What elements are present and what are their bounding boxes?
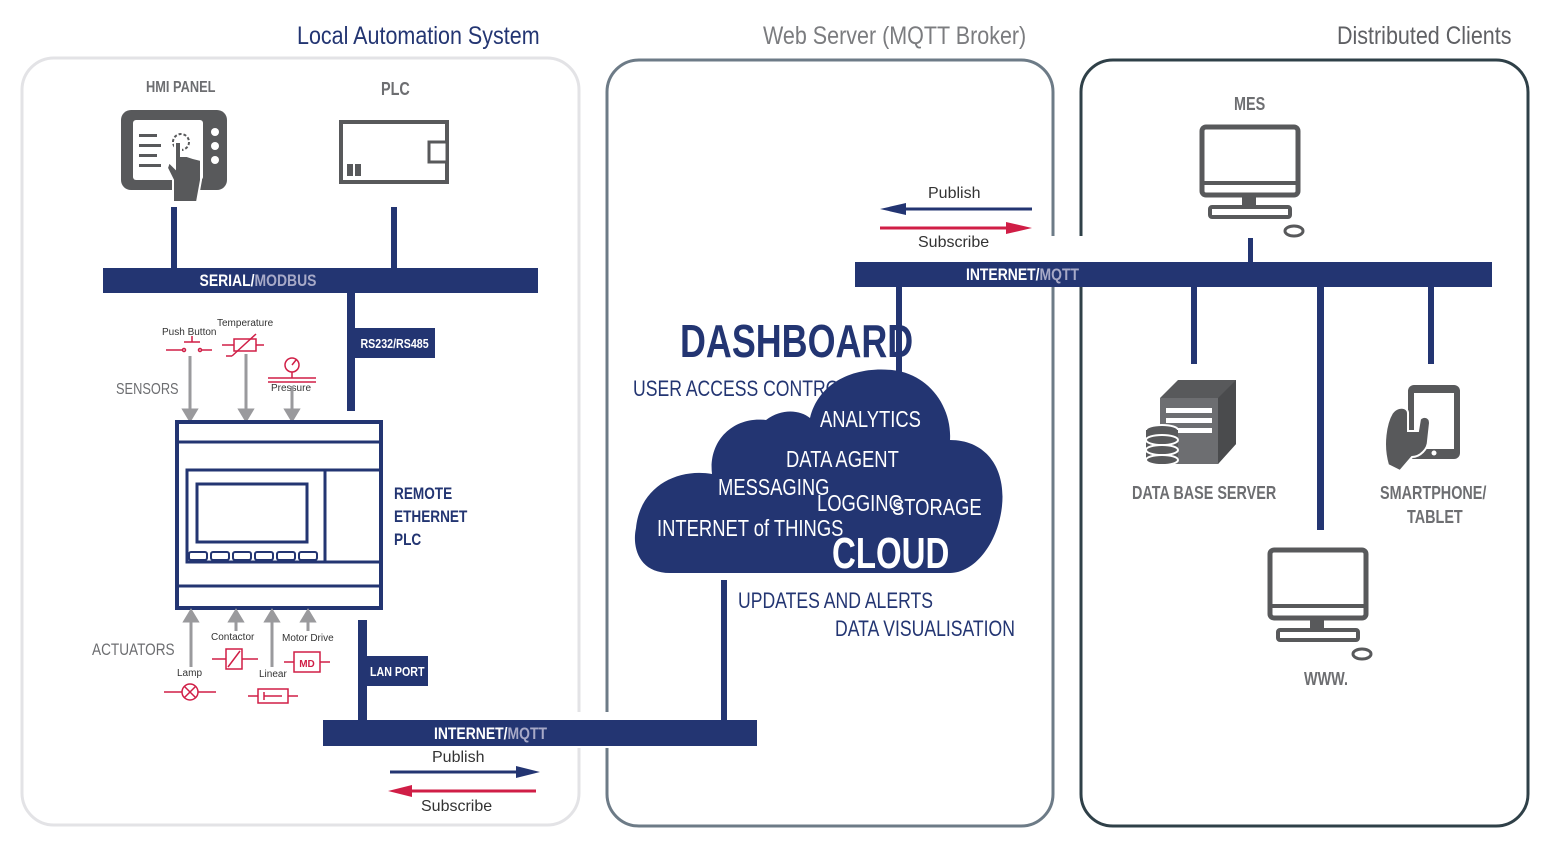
smartphone-label-line2: TABLET [1407, 507, 1463, 527]
local-internet-bus-label: INTERNET/MQTT [433, 724, 548, 743]
user-access-label: USER ACCESS CONTROL [633, 376, 850, 401]
section-title-clients: Distributed Clients [1337, 22, 1512, 50]
actuators-label: ACTUATORS [92, 640, 175, 659]
hmi-panel-icon [121, 110, 227, 203]
temperature-label: Temperature [217, 318, 274, 329]
rs232-rs485-tag: RS232/RS485 [355, 328, 435, 358]
data-visualisation-label: DATA VISUALISATION [835, 616, 1015, 641]
db-link [1191, 286, 1197, 364]
mes-label: MES [1234, 94, 1266, 114]
serial-modbus-bus [103, 268, 538, 293]
database-server-icon [1145, 380, 1236, 466]
push-button-label: Push Button [162, 327, 217, 338]
plc-label: PLC [381, 79, 410, 99]
pressure-icon [268, 357, 316, 383]
contactor-icon [212, 648, 258, 670]
linear-label: Linear [259, 669, 287, 680]
cloud-logging: LOGGING [817, 490, 903, 516]
publish-arrow-top [880, 203, 1032, 215]
cloud-to-clients-bus-link [896, 286, 902, 378]
updates-alerts-label: UPDATES AND ALERTS [738, 588, 933, 613]
motor-drive-label: Motor Drive [282, 633, 334, 644]
publish-arrow [390, 766, 540, 778]
sensor-symbols [166, 333, 316, 423]
md-badge-text: MD [299, 659, 315, 670]
section-title-web: Web Server (MQTT Broker) [763, 22, 1027, 50]
local-pubsub-arrows [388, 766, 540, 797]
lan-link [358, 620, 367, 724]
www-label: WWW. [1304, 669, 1348, 689]
cloud-to-local-bus-link [721, 580, 727, 722]
remote-plc-icon [175, 420, 383, 610]
plc-icon [339, 120, 449, 184]
section-title-local: Local Automation System [297, 22, 540, 50]
cloud-messaging: MESSAGING [718, 474, 830, 500]
web-frame [605, 58, 1055, 828]
smartphone-link [1428, 286, 1434, 364]
clients-frame [1079, 58, 1530, 828]
rs-link [347, 293, 355, 411]
hmi-link [171, 207, 177, 269]
contactor-label: Contactor [211, 632, 255, 643]
db-server-label: DATA BASE SERVER [1132, 483, 1277, 503]
mes-link [1248, 238, 1253, 264]
web-subscribe-label: Subscribe [918, 234, 990, 251]
actuator-symbols: MD [164, 608, 330, 704]
temperature-icon [222, 333, 264, 357]
lamp-label: Lamp [177, 668, 203, 679]
www-link [1317, 286, 1324, 530]
smartphone-label-line1: SMARTPHONE/ [1380, 483, 1487, 503]
cloud-title: CLOUD [832, 529, 950, 578]
monitor-icon-www [1267, 547, 1373, 661]
lan-port-tag: LAN PORT [367, 656, 428, 686]
smartphone-icon [1384, 385, 1460, 473]
web-pubsub-arrows [880, 203, 1032, 234]
cloud-icon [634, 369, 1003, 573]
sensors-label: SENSORS [116, 381, 179, 398]
subscribe-arrow-top [880, 222, 1032, 234]
subscribe-arrow [388, 785, 536, 797]
motor-drive-icon [284, 651, 330, 673]
local-subscribe-label: Subscribe [421, 798, 493, 815]
local-internet-bus [323, 720, 757, 746]
push-button-icon [166, 336, 212, 353]
cloud-iot: INTERNET of THINGS [657, 515, 844, 541]
cloud-data-agent: DATA AGENT [786, 446, 899, 472]
clients-internet-bus-label: INTERNET/MQTT [965, 265, 1080, 284]
lamp-icon [164, 683, 216, 701]
local-frame [20, 56, 581, 827]
plc-link [391, 207, 397, 269]
cloud-storage: STORAGE [892, 494, 982, 520]
dashboard-title: DASHBOARD [680, 315, 914, 367]
serial-modbus-bus-label: SERIAL/MODBUS [199, 271, 317, 290]
monitor-icon-mes [1199, 124, 1305, 238]
hmi-panel-label: HMI PANEL [146, 79, 216, 96]
clients-internet-bus [855, 262, 1492, 287]
linear-icon [248, 688, 298, 704]
cloud-analytics: ANALYTICS [820, 406, 921, 432]
web-publish-label: Publish [928, 185, 981, 202]
local-publish-label: Publish [432, 749, 485, 766]
